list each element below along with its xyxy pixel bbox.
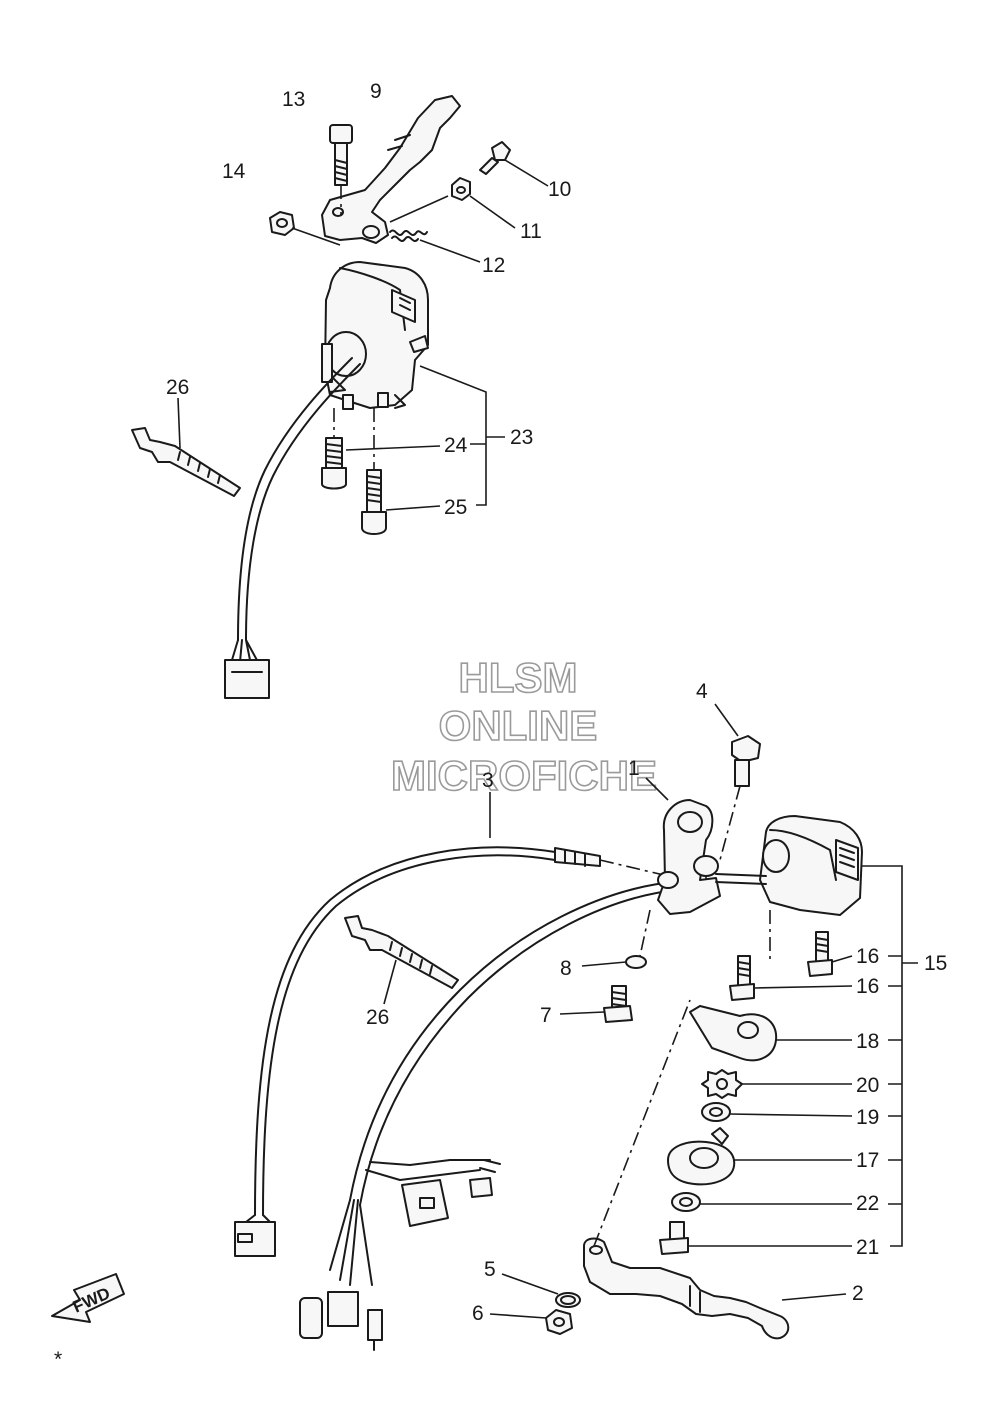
cover-17 <box>667 1127 852 1186</box>
screw-21 <box>659 1221 852 1255</box>
callout-10: 10 <box>548 178 571 201</box>
switch-housing-23 <box>321 261 429 470</box>
lever-holder-1 <box>639 777 721 957</box>
callout-11: 11 <box>520 220 542 243</box>
footer-mark: * <box>54 1348 62 1371</box>
callout-26-lower: 26 <box>366 1006 389 1029</box>
callout-14: 14 <box>222 160 246 183</box>
watermark-line-2: ONLINE <box>439 702 598 749</box>
nut-6 <box>489 1309 573 1335</box>
washer-19 <box>701 1102 853 1122</box>
callout-4: 4 <box>696 680 708 703</box>
callout-16b: 16 <box>856 975 879 998</box>
callout-2: 2 <box>852 1282 864 1305</box>
callout-6: 6 <box>472 1302 484 1325</box>
callout-16a: 16 <box>856 945 879 968</box>
callout-24: 24 <box>444 434 468 457</box>
screw-16a <box>807 931 853 977</box>
screw-16b <box>729 910 853 1001</box>
callout-7: 7 <box>540 1004 552 1027</box>
callout-25: 25 <box>444 496 467 519</box>
callout-21: 21 <box>856 1236 879 1259</box>
nut-14 <box>269 211 341 246</box>
throttle-piece-18 <box>689 1005 852 1062</box>
callout-23: 23 <box>510 426 533 449</box>
screw-24 <box>321 437 441 490</box>
switch-housing-15 <box>715 815 863 916</box>
callout-8: 8 <box>560 957 572 980</box>
callout-labels: 1 2 3 4 5 6 7 8 9 10 11 12 13 14 15 16 1… <box>166 80 947 1325</box>
lever-9 <box>321 95 461 244</box>
o-ring-5 <box>501 1273 581 1308</box>
bolt-13 <box>329 124 353 215</box>
callout-26-upper: 26 <box>166 376 189 399</box>
callout-12: 12 <box>482 254 505 277</box>
callout-13: 13 <box>282 88 305 111</box>
fwd-direction-arrow: FWD <box>51 1273 125 1323</box>
callout-20: 20 <box>856 1074 879 1097</box>
callout-19: 19 <box>856 1106 879 1129</box>
watermark-line-3: MICROFICHE <box>391 752 657 799</box>
screw-25 <box>361 469 441 535</box>
washer-8 <box>581 955 647 969</box>
callout-3: 3 <box>482 769 494 792</box>
watermark-line-1: HLSM <box>459 654 578 701</box>
bracket-15 <box>862 865 918 1247</box>
callout-5: 5 <box>484 1258 496 1281</box>
callout-9: 9 <box>370 80 382 103</box>
throttle-cable-3 <box>234 792 669 1257</box>
bolt-7 <box>559 985 633 1023</box>
nut-11 <box>389 177 516 229</box>
callout-22: 22 <box>856 1192 879 1215</box>
callout-17: 17 <box>856 1149 879 1172</box>
cable-tie-26-lower <box>344 915 459 1005</box>
lock-washer-20 <box>701 1069 852 1099</box>
switch-wiring-harness <box>299 881 677 1351</box>
bolt-10 <box>479 141 549 187</box>
watermark: HLSM ONLINE MICROFICHE <box>390 653 658 800</box>
upper-switch-cable <box>224 357 361 699</box>
washer-22 <box>671 1192 852 1212</box>
callout-15: 15 <box>924 952 947 975</box>
callout-18: 18 <box>856 1030 879 1053</box>
cable-tie-26-upper <box>131 397 241 497</box>
bracket-23 <box>419 365 505 506</box>
callout-1: 1 <box>628 757 640 780</box>
brake-lever-2 <box>583 999 847 1340</box>
spring-12 <box>389 229 481 263</box>
bolt-4 <box>714 703 761 861</box>
